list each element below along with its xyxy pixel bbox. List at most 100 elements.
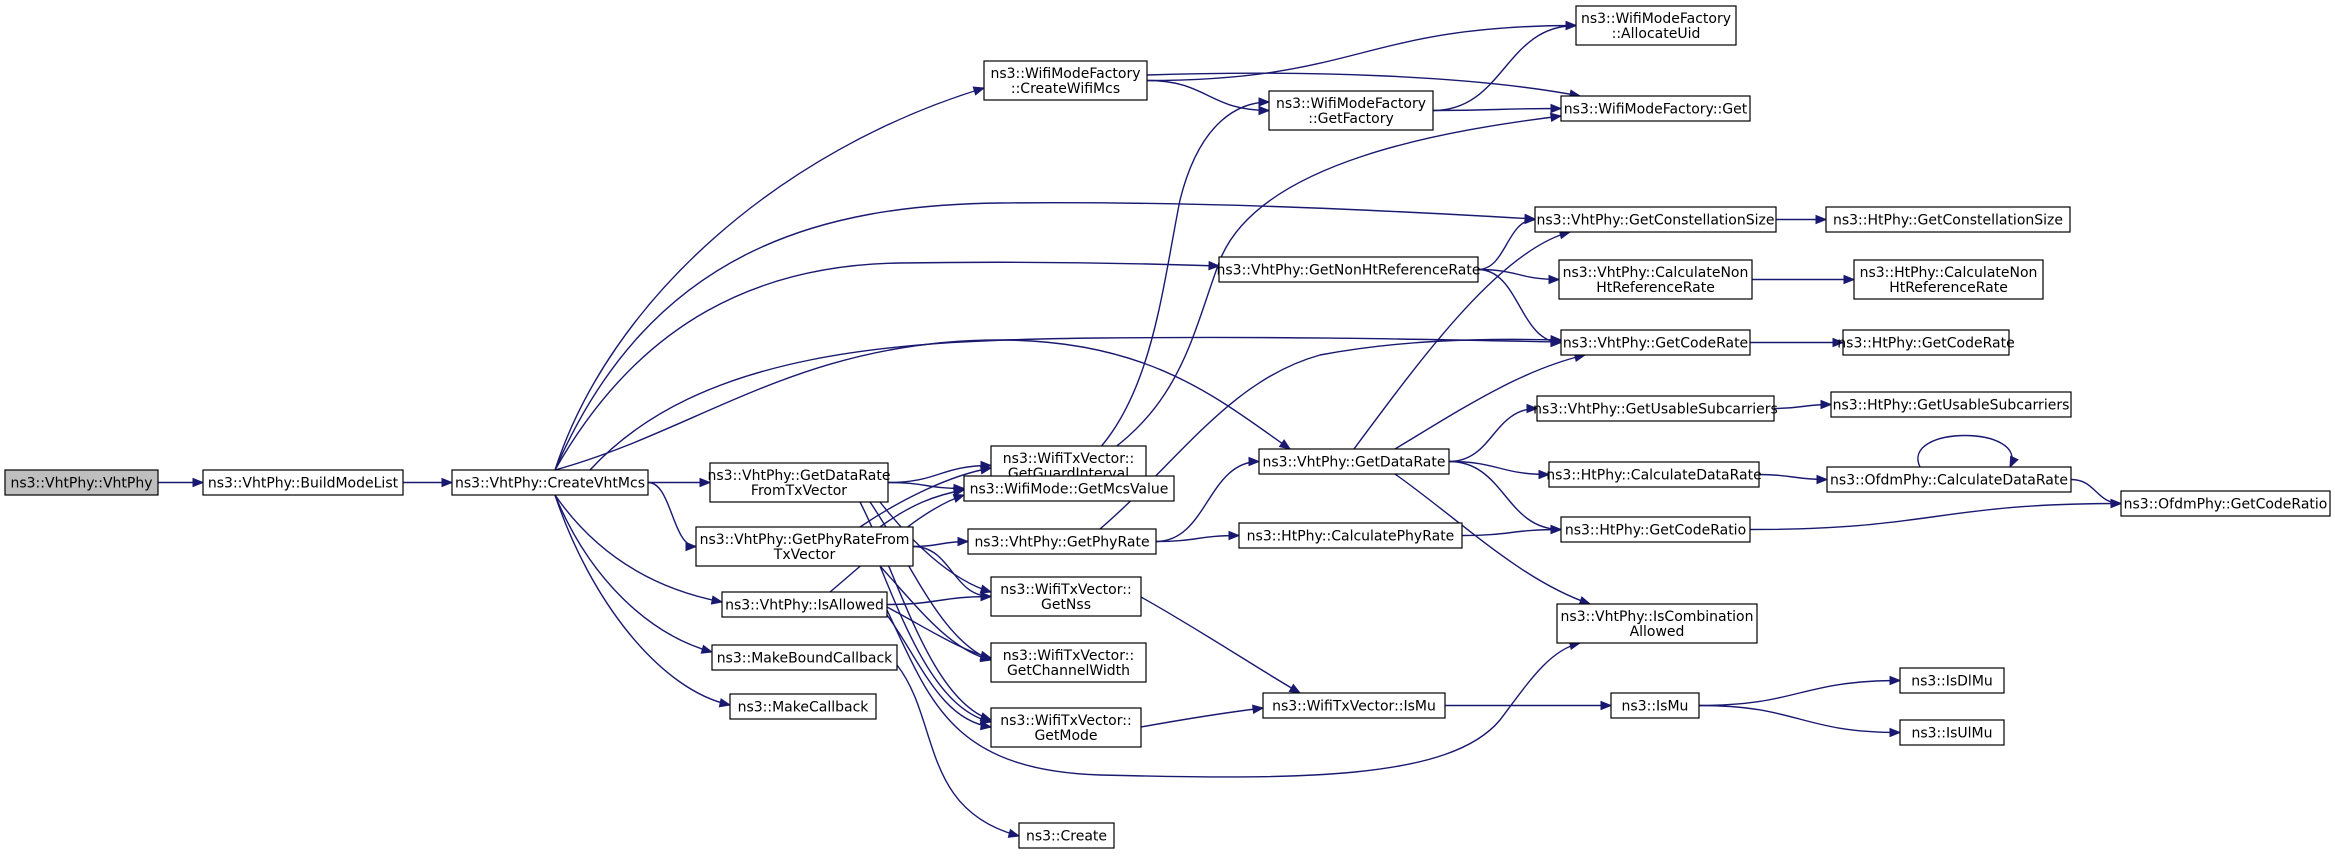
- node-label: ::CreateWifiMcs: [1011, 81, 1120, 97]
- edge-arrowhead: [952, 487, 966, 497]
- edge-GetDataRateFromTxVector-to-GetChannelWidth: [869, 501, 993, 661]
- node-get-non-ht-reference-rate[interactable]: ns3::VhtPhy::GetNonHtReferenceRate: [1217, 256, 1481, 283]
- node-get-nss[interactable]: ns3::WifiTxVector::GetNss: [990, 576, 1142, 617]
- node-get-factory[interactable]: ns3::WifiModeFactory::GetFactory: [1268, 90, 1434, 131]
- edge-GetMode-to-TxIsMu: [1140, 704, 1265, 728]
- node-is-dl-mu[interactable]: ns3::IsDlMu: [1899, 667, 2005, 694]
- node-make-bound-callback[interactable]: ns3::MakeBoundCallback: [711, 644, 898, 671]
- node-box: [711, 644, 898, 671]
- edge-arrowhead: [1228, 530, 1241, 541]
- edge-GetMcsValue-to-FactoryGet: [1068, 112, 1563, 477]
- node-label: ::AllocateUid: [1612, 26, 1701, 42]
- node-label: ns3::HtPhy::GetCodeRatio: [1565, 523, 1746, 539]
- node-label: ns3::VhtPhy::GetPhyRate: [974, 535, 1149, 551]
- edge-line: [554, 339, 1291, 471]
- node-box: [1536, 395, 1775, 422]
- node-box: [709, 462, 889, 503]
- node-box: [990, 707, 1142, 748]
- edge-arrowhead: [1832, 337, 1845, 348]
- node-vht-get-code-rate[interactable]: ns3::VhtPhy::GetCodeRate: [1560, 329, 1751, 356]
- edge-CreateVhtMcs-to-MakeCallback: [554, 494, 732, 708]
- node-ht-get-constellation-size[interactable]: ns3::HtPhy::GetConstellationSize: [1825, 206, 2071, 233]
- node-label: ns3::WifiModeFactory: [990, 66, 1140, 82]
- node-create-wifi-mcs[interactable]: ns3::WifiModeFactory::CreateWifiMcs: [983, 60, 1148, 101]
- node-allocate-uid[interactable]: ns3::WifiModeFactory::AllocateUid: [1575, 5, 1737, 46]
- edge-line: [554, 261, 1220, 471]
- edge-line: [647, 481, 697, 548]
- node-label: ns3::VhtPhy::CalculateNon: [1563, 265, 1749, 281]
- node-vht-get-constellation-size[interactable]: ns3::VhtPhy::GetConstellationSize: [1534, 206, 1777, 233]
- node-box: [451, 469, 649, 496]
- edge-line: [859, 467, 992, 528]
- node-label: ns3::WifiModeFactory: [1276, 96, 1426, 112]
- edge-VhtGetCodeRate-to-HtGetCodeRate: [1749, 337, 1845, 348]
- edge-arrowhead: [710, 595, 724, 605]
- edge-line: [887, 481, 965, 490]
- node-get-mcs-value[interactable]: ns3::WifiMode::GetMcsValue: [963, 475, 1175, 502]
- edge-line: [1448, 407, 1538, 463]
- edge-line: [912, 545, 992, 598]
- edge-arrowhead: [979, 720, 993, 731]
- node-is-allowed[interactable]: ns3::VhtPhy::IsAllowed: [721, 591, 888, 618]
- node-create-vht-mcs[interactable]: ns3::VhtPhy::CreateVhtMcs: [451, 469, 649, 496]
- node-label: ns3::WifiTxVector::: [1003, 451, 1134, 467]
- node-factory-get[interactable]: ns3::WifiModeFactory::Get: [1560, 95, 1751, 122]
- node-vht-get-data-rate[interactable]: ns3::VhtPhy::GetDataRate: [1258, 448, 1450, 475]
- edge-line: [1155, 460, 1260, 543]
- node-ofdm-get-code-ratio[interactable]: ns3::OfdmPhy::GetCodeRatio: [2120, 490, 2331, 517]
- node-label: ns3::VhtPhy::GetDataRate: [1263, 455, 1446, 471]
- node-vht-get-usable-subcarriers[interactable]: ns3::VhtPhy::GetUsableSubcarriers: [1533, 395, 1778, 422]
- edge-line: [869, 501, 992, 661]
- node-is-ul-mu[interactable]: ns3::IsUlMu: [1899, 719, 2005, 746]
- node-create[interactable]: ns3::Create: [1018, 822, 1115, 849]
- node-build-mode-list[interactable]: ns3::VhtPhy::BuildModeList: [202, 469, 404, 496]
- node-box: [1556, 603, 1758, 644]
- edge-CreateVhtMcs-to-MakeBoundCallback: [554, 494, 714, 654]
- node-ht-get-code-ratio[interactable]: ns3::HtPhy::GetCodeRatio: [1560, 516, 1751, 543]
- node-ht-calculate-data-rate[interactable]: ns3::HtPhy::CalculateDataRate: [1546, 461, 1762, 488]
- node-ht-get-code-rate[interactable]: ns3::HtPhy::GetCodeRate: [1837, 329, 2015, 356]
- edge-arrowhead: [700, 644, 714, 654]
- node-box: [1258, 448, 1450, 475]
- node-label: HtReferenceRate: [1889, 280, 2008, 296]
- edge-line: [1749, 502, 2122, 531]
- edge-line: [886, 609, 1581, 778]
- edge-HtCalculatePhyRate-to-HtGetCodeRatio: [1461, 524, 1563, 537]
- edge-line: [554, 494, 723, 603]
- edge-line: [879, 489, 965, 528]
- node-is-mu[interactable]: ns3::IsMu: [1610, 692, 1700, 719]
- edge-IsAllowed-to-GetMode: [886, 614, 993, 731]
- edge-line: [886, 595, 992, 606]
- edge-VhtGetPhyRate-to-VhtGetDataRate: [1155, 456, 1261, 543]
- node-box: [1218, 256, 1479, 283]
- node-ht-get-usable-subcarriers[interactable]: ns3::HtPhy::GetUsableSubcarriers: [1830, 391, 2072, 418]
- edge-CreateWifiMcs-to-AllocateUid: [1146, 20, 1578, 82]
- node-label: ns3::HtPhy::GetCodeRate: [1837, 336, 2014, 352]
- node-label: ns3::IsDlMu: [1911, 674, 1993, 690]
- node-ht-calculate-phy-rate[interactable]: ns3::HtPhy::CalculatePhyRate: [1238, 522, 1463, 549]
- edge-arrowhead: [1526, 403, 1539, 414]
- node-label: ns3::HtPhy::CalculateDataRate: [1546, 468, 1761, 484]
- edge-line: [896, 664, 1020, 837]
- node-ofdm-calculate-data-rate[interactable]: ns3::OfdmPhy::CalculateDataRate: [1826, 466, 2072, 493]
- node-get-channel-width[interactable]: ns3::WifiTxVector::GetChannelWidth: [990, 642, 1147, 683]
- edge-arrowhead: [972, 86, 986, 96]
- edge-HtCalculateDataRate-to-OfdmCalculateDataRate: [1758, 473, 1829, 485]
- node-tx-is-mu[interactable]: ns3::WifiTxVector::IsMu: [1262, 692, 1446, 719]
- node-label: ns3::MakeBoundCallback: [717, 651, 893, 667]
- node-label: ns3::VhtPhy::IsCombination: [1561, 609, 1754, 625]
- node-get-mode[interactable]: ns3::WifiTxVector::GetMode: [990, 707, 1142, 748]
- node-label: ns3::VhtPhy::GetCodeRate: [1563, 336, 1748, 352]
- node-label: ns3::HtPhy::GetUsableSubcarriers: [1833, 398, 2070, 414]
- node-make-callback[interactable]: ns3::MakeCallback: [729, 693, 877, 720]
- edge-HtGetCodeRatio-to-OfdmGetCodeRatio: [1749, 498, 2123, 531]
- node-vht-phy[interactable]: ns3::VhtPhy::VhtPhy: [4, 469, 159, 496]
- edge-arrowhead: [441, 477, 454, 488]
- node-vht-get-phy-rate[interactable]: ns3::VhtPhy::GetPhyRate: [967, 528, 1157, 555]
- edge-arrowhead: [1820, 399, 1833, 410]
